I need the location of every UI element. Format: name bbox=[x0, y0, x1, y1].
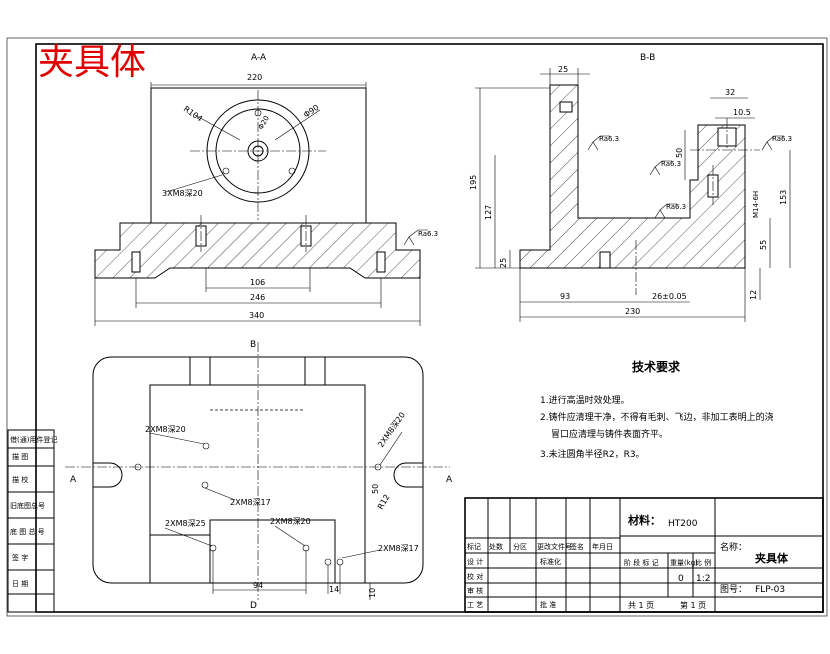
dim-bb-55: 55 bbox=[759, 240, 768, 250]
dim-246: 246 bbox=[250, 293, 265, 302]
dim-106: 106 bbox=[250, 278, 265, 287]
dim-bb-230: 230 bbox=[625, 307, 640, 316]
tb-name-label: 名称： bbox=[720, 541, 747, 553]
dim-bb-50: 50 bbox=[675, 148, 684, 158]
strip-l4: 旧底图总号 bbox=[10, 501, 45, 510]
dim-r104: R104 bbox=[182, 104, 204, 123]
dim-bb-m14: M14-6H bbox=[752, 191, 760, 218]
strip-l7: 日 期 bbox=[12, 580, 28, 588]
roughness-aa: Ra6.3 bbox=[418, 230, 438, 238]
dim-plan-r12: R12 bbox=[376, 493, 392, 511]
roughness-bb-3: Ra6.3 bbox=[666, 203, 686, 211]
callout-m8-5: 2XM8深20 bbox=[270, 517, 311, 526]
tb-r-design: 设 计 bbox=[467, 557, 483, 566]
tech-line-1: 1.进行高温时效处理。 bbox=[540, 394, 630, 406]
callout-m8-2: 2XM8深20 bbox=[376, 411, 407, 450]
tech-line-2a: 2.铸件应清理干净，不得有毛刺、飞边，非加工表明上的浇 bbox=[540, 411, 774, 423]
section-marker-a-right: A bbox=[446, 475, 453, 485]
tb-r-approve: 批 准 bbox=[540, 600, 556, 609]
tb-h-ratio: 比 例 bbox=[695, 558, 711, 567]
tech-line-2b: 冒口应清理与铸件表面齐平。 bbox=[551, 428, 668, 440]
dim-340: 340 bbox=[249, 311, 264, 320]
drawing-title: 夹具体 bbox=[38, 42, 146, 83]
tb-material: HT200 bbox=[668, 519, 698, 529]
section-bb-label: B-B bbox=[640, 53, 655, 63]
tb-h-zone: 分区 bbox=[513, 542, 527, 551]
tb-sheet: 第 1 页 bbox=[680, 600, 706, 610]
strip-l6: 签 字 bbox=[12, 553, 28, 562]
dim-d90: Φ90 bbox=[302, 103, 321, 120]
tb-scale: 1:2 bbox=[696, 574, 710, 584]
section-aa-view: A-A 220 R104 Φ90 Φ20 3XM8深20 bbox=[94, 53, 438, 326]
tb-h-date: 年月日 bbox=[592, 542, 613, 551]
tb-total-sheets: 共 1 页 bbox=[628, 601, 654, 610]
tb-h-sign: 签名 bbox=[570, 542, 584, 551]
dim-d20: Φ20 bbox=[257, 115, 271, 131]
tb-quantity: 0 bbox=[678, 574, 684, 584]
callout-m8-1: 2XM8深20 bbox=[145, 425, 186, 434]
dim-bb-153: 153 bbox=[779, 190, 788, 205]
dim-bb-25: 25 bbox=[558, 65, 568, 74]
roughness-bb-4: Ra6.3 bbox=[772, 135, 792, 143]
tech-line-3: 3.未注圆角半径R2，R3。 bbox=[540, 448, 645, 460]
tb-h-qty: 处数 bbox=[489, 542, 503, 551]
roughness-bb-1: Ra6.3 bbox=[599, 135, 619, 143]
tb-name: 夹具体 bbox=[755, 551, 789, 565]
dim-bb-25b: 25 bbox=[499, 258, 508, 268]
tb-h-doc: 更改文件号 bbox=[537, 542, 572, 551]
dim-bb-127: 127 bbox=[484, 205, 493, 220]
tb-drawing-no: FLP-03 bbox=[755, 585, 785, 595]
technical-requirements: 技术要求 1.进行高温时效处理。 2.铸件应清理干净，不得有毛刺、飞边，非加工表… bbox=[540, 359, 774, 460]
tb-r-std: 标准化 bbox=[540, 557, 561, 566]
dim-plan-10: 10 bbox=[368, 588, 377, 598]
dim-bb-93: 93 bbox=[560, 292, 570, 301]
section-marker-d: D bbox=[250, 601, 257, 611]
section-marker-b: B bbox=[250, 340, 256, 350]
tb-r-review: 审 核 bbox=[467, 586, 483, 595]
dim-bb-10_5: 10.5 bbox=[733, 108, 751, 117]
strip-l3: 描 校 bbox=[12, 475, 28, 484]
tb-r-process: 工 艺 bbox=[467, 601, 483, 609]
tb-h-mark: 标记 bbox=[467, 542, 481, 551]
dim-bb-32: 32 bbox=[725, 88, 735, 97]
tb-material-label: 材料： bbox=[628, 513, 661, 527]
section-aa-label: A-A bbox=[251, 53, 267, 63]
inner-frame bbox=[35, 43, 824, 613]
dim-plan-14: 14 bbox=[329, 585, 339, 594]
title-block: 材料： HT200 名称： 夹具体 图号： FLP-03 1:2 0 共 1 页… bbox=[464, 497, 824, 613]
strip-l5: 底 图 总 号 bbox=[10, 527, 45, 536]
dim-plan-50: 50 bbox=[371, 484, 380, 494]
left-register-strip: 借(通)用件登记 描 图 描 校 旧底图总号 底 图 总 号 签 字 日 期 bbox=[7, 429, 57, 613]
strip-l2: 描 图 bbox=[12, 452, 28, 461]
callout-m8-6: 2XM8深17 bbox=[378, 544, 419, 553]
dim-bb-26: 26±0.05 bbox=[652, 292, 687, 301]
roughness-bb-2: Ra6.3 bbox=[661, 160, 681, 168]
tb-r-check: 校 对 bbox=[467, 572, 483, 581]
section-bb-view: B-B 25 32 10.5 50 M14-6H 195 127 25 bbox=[469, 53, 792, 322]
tb-h-stage: 阶 段 标 记 bbox=[624, 558, 659, 567]
dim-bb-195: 195 bbox=[469, 175, 478, 190]
dim-bb-12: 12 bbox=[749, 290, 758, 300]
tb-drawing-no-label: 图号： bbox=[720, 584, 747, 595]
dim-3xm8: 3XM8深20 bbox=[162, 189, 203, 198]
tech-heading: 技术要求 bbox=[632, 359, 681, 374]
callout-m8-3: 2XM8深17 bbox=[230, 498, 271, 507]
plan-view: A A B D 2XM8深20 2XM8深20 2XM8深17 2XM8深25 … bbox=[65, 340, 453, 611]
callout-m8-4: 2XM8深25 bbox=[165, 519, 206, 528]
outer-frame bbox=[6, 37, 828, 617]
section-marker-a-left: A bbox=[70, 475, 77, 485]
tb-h-weight: 重量(kg) bbox=[670, 559, 698, 567]
dim-plan-94: 94 bbox=[253, 581, 263, 590]
dim-220: 220 bbox=[247, 73, 262, 82]
strip-l1: 借(通)用件登记 bbox=[10, 435, 57, 444]
